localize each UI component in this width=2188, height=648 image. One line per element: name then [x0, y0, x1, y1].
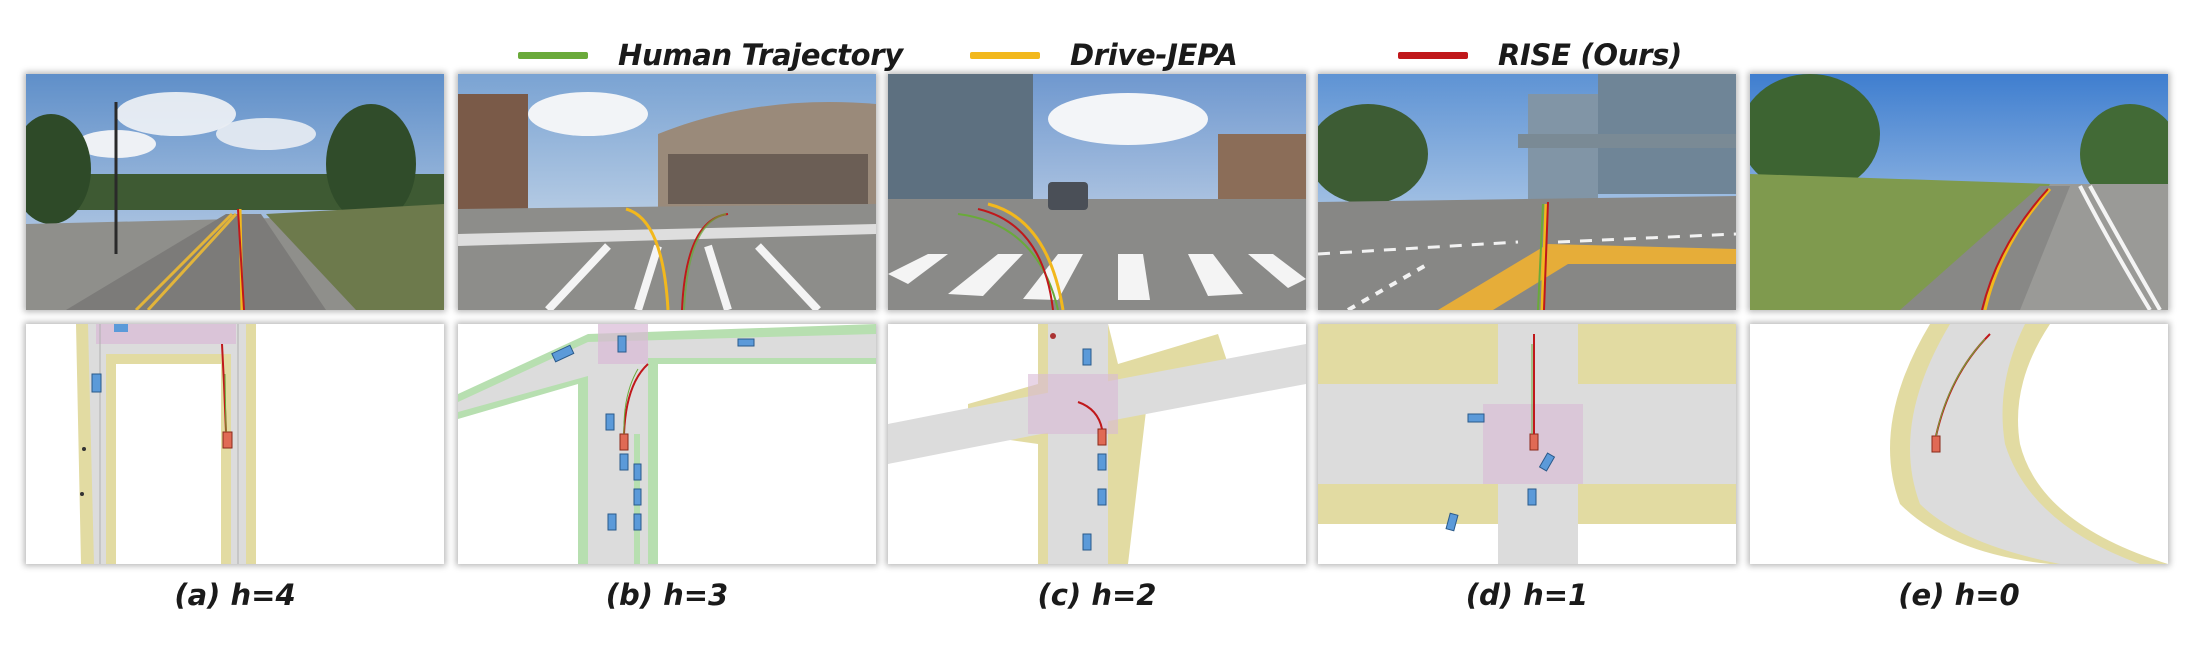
legend-label-rise: RISE (Ours) — [1498, 38, 1682, 72]
legend-label-drive-jepa: Drive-JEPA — [1070, 38, 1238, 72]
caption-a: (a) h=4 — [174, 578, 296, 612]
legend-item-drive-jepa: Drive-JEPA — [970, 30, 1238, 80]
camera-view-b — [458, 74, 876, 310]
legend-item-human: Human Trajectory — [518, 30, 903, 80]
camera-view-d — [1318, 74, 1736, 310]
bev-map-a — [26, 324, 444, 564]
legend-label-human: Human Trajectory — [618, 38, 903, 72]
camera-view-c — [888, 74, 1306, 310]
caption-b: (b) h=3 — [605, 578, 729, 612]
legend-swatch-human — [518, 51, 588, 59]
legend-swatch-rise — [1398, 51, 1468, 59]
bev-map-b — [458, 324, 876, 564]
bev-map-d — [1318, 324, 1736, 564]
legend-swatch-drive-jepa — [970, 51, 1040, 59]
caption-c: (c) h=2 — [1037, 578, 1157, 612]
legend-item-rise: RISE (Ours) — [1398, 30, 1682, 80]
legend: Human Trajectory Drive-JEPA RISE (Ours) — [0, 30, 2188, 80]
bev-map-e — [1750, 324, 2168, 564]
camera-view-a — [26, 74, 444, 310]
caption-d: (d) h=1 — [1465, 578, 1589, 612]
camera-view-e — [1750, 74, 2168, 310]
bev-map-c — [888, 324, 1306, 564]
caption-e: (e) h=0 — [1898, 578, 2020, 612]
